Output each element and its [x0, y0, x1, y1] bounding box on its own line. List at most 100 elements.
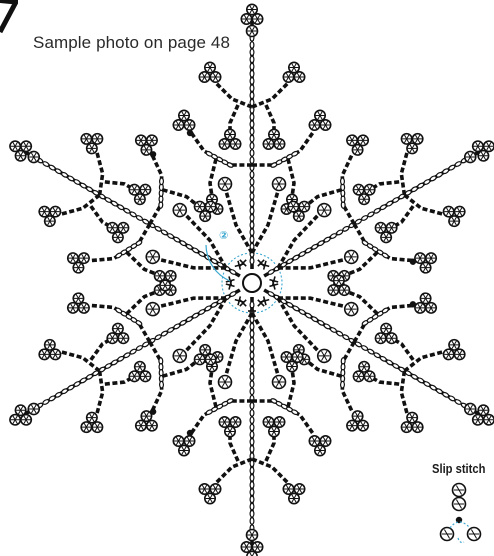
trefoil-picot	[345, 128, 373, 156]
picot	[173, 436, 183, 446]
chain-stitch	[159, 381, 163, 388]
picot	[219, 417, 229, 427]
sub-branch	[105, 370, 133, 391]
trefoil-picot	[219, 417, 240, 437]
picot	[144, 248, 162, 266]
branch-upper-left	[61, 183, 100, 226]
sub-branch	[210, 369, 216, 407]
trefoil-picot	[263, 129, 284, 149]
trefoil-picot	[173, 436, 194, 456]
picot	[230, 417, 240, 427]
slip-stitch-dot	[187, 430, 193, 436]
trefoil-picot	[125, 360, 153, 388]
chain-stitch	[250, 258, 254, 265]
trefoil-picot	[35, 200, 63, 228]
picot	[309, 120, 319, 130]
trefoil-picot	[352, 360, 380, 388]
chain-stitch	[250, 71, 254, 78]
chain-stitch	[250, 143, 254, 150]
snowflake-arm-1	[173, 4, 330, 269]
chain-stitch	[250, 417, 254, 424]
trefoil-picot	[283, 62, 304, 82]
picot	[210, 72, 220, 82]
chain-stitch	[250, 150, 254, 157]
sub-branch	[105, 175, 133, 196]
picot	[179, 445, 189, 455]
chain-stitch	[250, 446, 254, 453]
trefoil-picot	[103, 322, 131, 350]
chain-stitch	[250, 410, 254, 417]
picot	[342, 300, 360, 318]
picot	[205, 62, 215, 72]
picot	[252, 14, 262, 24]
chain-stitch	[250, 482, 254, 489]
sub-branch	[288, 159, 294, 197]
picot	[241, 542, 251, 552]
trefoil-picot	[413, 246, 441, 274]
inner-right-chain	[226, 313, 252, 375]
chain-stitch	[250, 439, 254, 446]
chain-stitch	[250, 179, 254, 186]
trefoil-picot	[173, 110, 194, 130]
picot	[205, 493, 215, 503]
round-number-marker: ②	[219, 229, 228, 242]
picot	[320, 120, 330, 130]
branch-upper-right	[252, 83, 288, 107]
chain-stitch	[250, 222, 254, 229]
chain-stitch	[250, 359, 254, 366]
picot	[263, 417, 273, 427]
trefoil-picot	[309, 436, 330, 456]
picot	[315, 110, 325, 120]
snowflake-arm-5	[0, 222, 279, 491]
chain-stitch	[250, 229, 254, 236]
picot	[292, 352, 302, 362]
picot	[144, 300, 162, 318]
picot	[247, 551, 257, 556]
picot	[247, 26, 258, 37]
picot	[289, 493, 299, 503]
picot	[289, 62, 299, 72]
trefoil-picot	[263, 417, 284, 437]
chain-stitch	[250, 49, 254, 56]
chain-stitch	[250, 323, 254, 330]
chain-stitch	[340, 381, 344, 388]
picot	[309, 436, 319, 446]
picot	[225, 426, 235, 436]
trefoil-picot	[199, 484, 220, 504]
inner-left-chain	[226, 191, 252, 253]
trefoil-picot	[442, 338, 470, 366]
sub-branch	[371, 370, 399, 391]
chain-stitch	[250, 157, 254, 164]
chain-stitch	[250, 331, 254, 338]
picot	[320, 436, 330, 446]
round-guide-arc	[280, 272, 282, 294]
chain-stitch	[250, 338, 254, 345]
chain-stitch	[250, 121, 254, 128]
trefoil-picot	[309, 110, 330, 130]
picot	[273, 178, 286, 191]
chain-stitch	[250, 193, 254, 200]
trefoil-picot	[199, 62, 220, 82]
round-guide-arc	[222, 272, 224, 294]
arm-tip	[241, 4, 262, 24]
branch-upper-right	[216, 459, 252, 483]
picot	[315, 201, 333, 219]
trefoil-picot	[103, 216, 131, 244]
trefoil-picot	[77, 411, 105, 439]
picot	[287, 361, 297, 371]
chain-stitch	[250, 171, 254, 178]
chain-stitch	[381, 307, 389, 314]
trefoil-picot	[219, 129, 240, 149]
inner-left-chain	[252, 313, 278, 375]
chain-stitch	[250, 374, 254, 381]
picot	[263, 139, 273, 149]
chain-stitch	[250, 236, 254, 243]
chain-stitch	[381, 252, 389, 259]
trefoil-picot	[374, 216, 402, 244]
picot	[171, 201, 189, 219]
chain-stitch	[250, 63, 254, 70]
chain-stitch	[250, 388, 254, 395]
branch-upper-left	[252, 459, 288, 483]
picot	[184, 436, 194, 446]
trefoil-picot	[413, 291, 441, 319]
